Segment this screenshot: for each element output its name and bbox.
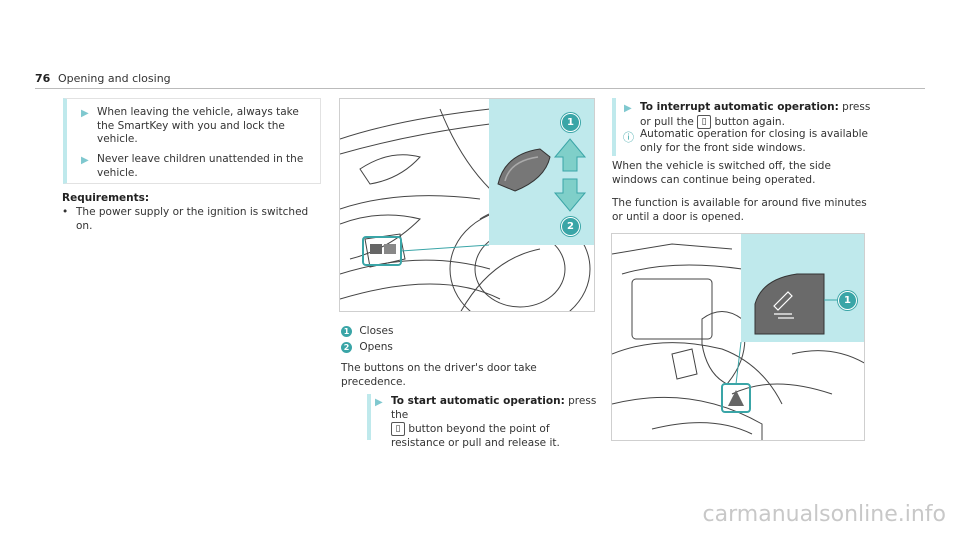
window-switch-icon: ▯ xyxy=(391,422,405,436)
requirements-heading: Requirements: xyxy=(62,192,150,204)
warning-box: ▶ When leaving the vehicle, always take … xyxy=(63,98,321,184)
legend-item-2: 2 Opens xyxy=(341,341,393,355)
info-text: Automatic operation for closing is avail… xyxy=(640,128,868,154)
center-console-illustration xyxy=(612,234,864,440)
start-step-box: ▶ To start automatic operation: press th… xyxy=(367,394,601,449)
arrow-right-icon: ▶ xyxy=(624,103,632,114)
arrow-right-icon: ▶ xyxy=(375,397,383,408)
figure-center-console-switch: 1 xyxy=(611,233,865,441)
info-icon: ⓘ xyxy=(623,131,634,144)
interrupt-step-box: ▶ To interrupt automatic operation: pres… xyxy=(612,98,874,156)
warning-text-1: When leaving the vehicle, always take th… xyxy=(97,106,299,145)
header-divider xyxy=(35,88,925,89)
legend-number: 1 xyxy=(341,326,352,337)
warning-text-2: Never leave children unattended in the v… xyxy=(97,153,304,179)
interrupt-step-text: To interrupt automatic operation: press … xyxy=(640,101,871,129)
window-switch-icon: ▯ xyxy=(697,114,712,129)
arrow-right-icon: ▶ xyxy=(81,155,89,166)
precedence-paragraph: The buttons on the driver's door take pr… xyxy=(341,362,537,388)
legend-item-1: 1 Closes xyxy=(341,325,393,339)
callout-2: 2 xyxy=(561,217,580,236)
requirements-item: • The power supply or the ignition is sw… xyxy=(62,206,309,232)
callout-1: 1 xyxy=(561,113,580,132)
start-step-text: To start automatic operation: press the … xyxy=(391,395,597,449)
door-interior-illustration xyxy=(340,99,594,311)
watermark: carmanualsonline.info xyxy=(702,502,946,527)
duration-paragraph: The function is available for around fiv… xyxy=(612,197,867,223)
callout-1: 1 xyxy=(838,291,857,310)
vehicle-off-paragraph: When the vehicle is switched off, the si… xyxy=(612,160,831,186)
arrow-right-icon: ▶ xyxy=(81,108,89,119)
figure-door-window-switch: 1 2 xyxy=(339,98,595,312)
legend-number: 2 xyxy=(341,342,352,353)
page-number: 76 xyxy=(35,72,51,85)
section-title: Opening and closing xyxy=(58,72,171,85)
